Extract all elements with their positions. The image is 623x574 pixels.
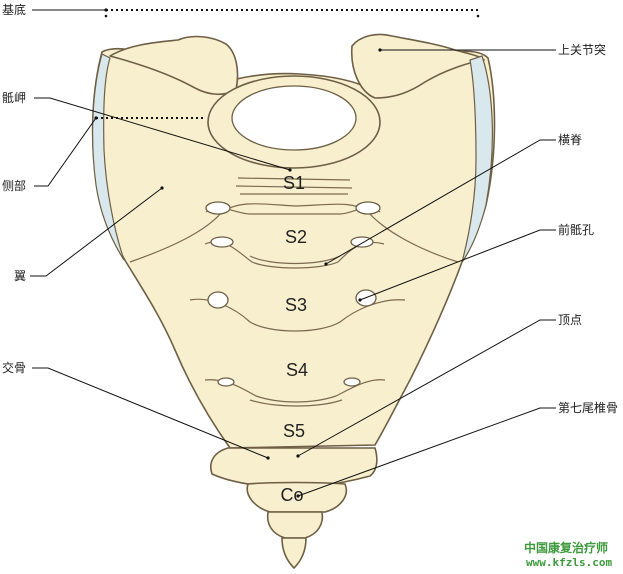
segment-s5: S5 <box>283 421 305 441</box>
leader-lateral-part <box>34 117 97 187</box>
left-foramen-2 <box>210 236 234 248</box>
leader-intersection-point <box>266 456 270 460</box>
wing-lower-edge <box>129 203 459 263</box>
segment-s4: S4 <box>286 360 308 380</box>
left-articular-process <box>109 35 239 96</box>
leader-lines <box>30 8 556 498</box>
leader-ant-foramen-point <box>358 298 362 302</box>
leader-sup-articular-point <box>378 48 382 52</box>
sacrum <box>91 33 496 449</box>
label-apex: 顶点 <box>558 313 582 327</box>
label-wing: 翼 <box>14 269 26 283</box>
leader-ant-foramen <box>359 229 556 301</box>
label-base: 基底 <box>2 2 26 17</box>
base-tick-left <box>104 14 108 18</box>
leader-coccygeal-point <box>296 494 300 498</box>
leader-promontory-point <box>288 168 292 172</box>
segment-co: Co <box>280 485 303 505</box>
leader-wing <box>30 187 163 277</box>
leader-intersection <box>32 367 269 459</box>
ridge-line-2 <box>235 185 353 189</box>
ridge-line-1 <box>237 177 351 181</box>
coccyx-segment-3 <box>266 511 324 539</box>
label-lateral-part: 侧部 <box>2 178 26 193</box>
left-foramen-4 <box>217 377 235 387</box>
watermark-url: www.kfzls.com <box>526 556 612 569</box>
left-foramen-3 <box>207 291 229 309</box>
leader-transverse-ridge-point <box>324 262 328 266</box>
label-coccygeal: 第七尾椎骨 <box>558 400 618 415</box>
label-transverse-ridge: 横脊 <box>558 133 582 147</box>
right-foramen-4 <box>343 377 361 387</box>
coccyx <box>210 447 378 569</box>
leader-transverse-ridge <box>325 139 556 265</box>
coccyx-segment-4 <box>281 537 307 569</box>
leader-promontory <box>34 97 291 171</box>
watermark-title: 中国康复治疗师 <box>524 540 608 555</box>
right-foramen-1 <box>355 201 381 215</box>
coccyx-segment-2 <box>246 481 347 513</box>
segment-s3: S3 <box>285 295 307 315</box>
s1-superior-surface <box>231 85 357 151</box>
segment-s1: S1 <box>283 173 305 193</box>
left-auricular-cartilage <box>92 53 125 261</box>
label-ant-foramen: 前骶孔 <box>558 222 594 237</box>
leader-wing-point <box>160 186 164 190</box>
leader-apex-point <box>296 454 300 458</box>
first-coccygeal-vertebra <box>210 447 378 487</box>
segment-s2: S2 <box>285 227 307 247</box>
base-tick-right <box>476 14 480 18</box>
leader-apex <box>297 319 556 457</box>
leader-lateral-part-point <box>94 116 98 120</box>
label-promontory: 骶岬 <box>2 91 26 105</box>
left-foramen-1 <box>205 201 231 215</box>
right-auricular-cartilage <box>461 55 493 263</box>
label-sup-articular: 上关节突 <box>558 42 606 57</box>
s4-s5-ridge-b <box>249 399 343 407</box>
label-intersection: 交骨 <box>2 360 26 375</box>
s2-s3-ridge-b <box>249 255 341 265</box>
leader-coccygeal <box>297 407 556 497</box>
